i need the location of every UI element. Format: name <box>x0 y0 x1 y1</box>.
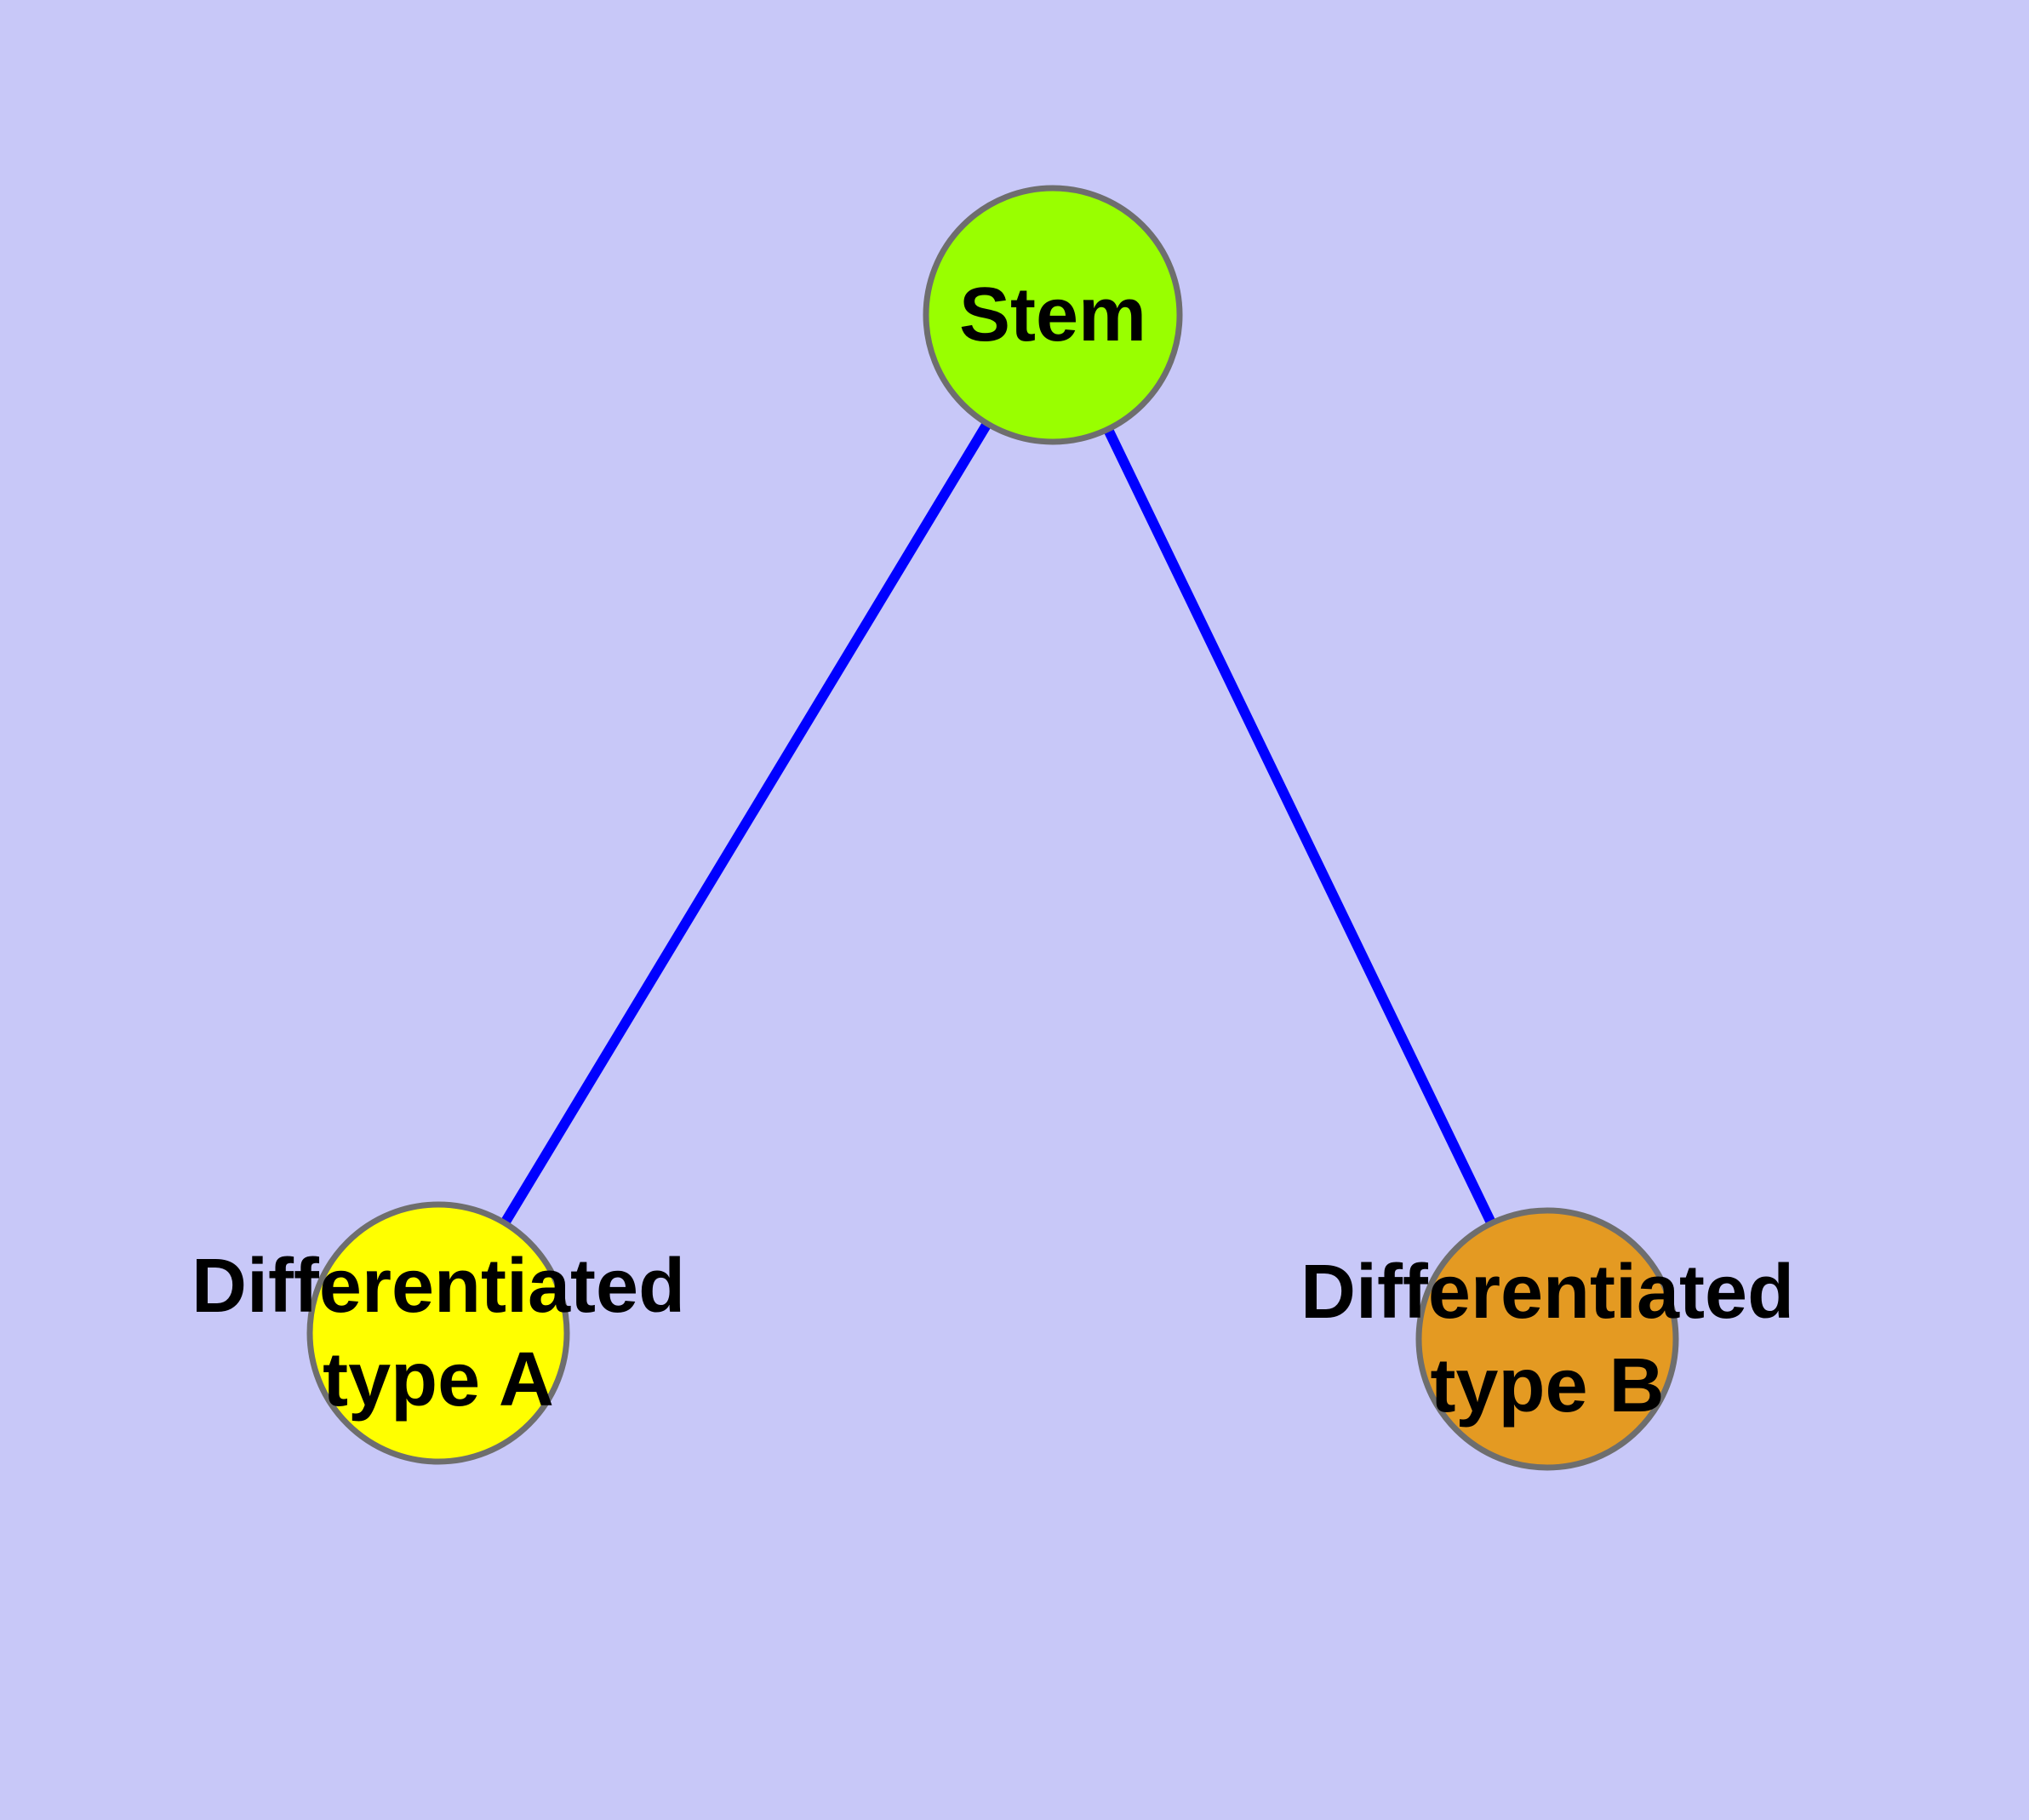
nodes-layer <box>306 185 1679 1471</box>
edge-stem-type-b <box>1048 312 1552 1342</box>
edges-layer <box>433 312 1552 1342</box>
node-stem <box>923 185 1183 445</box>
node-type-b <box>1415 1207 1679 1471</box>
node-type-a <box>306 1201 570 1465</box>
edge-stem-type-a <box>433 312 1058 1336</box>
